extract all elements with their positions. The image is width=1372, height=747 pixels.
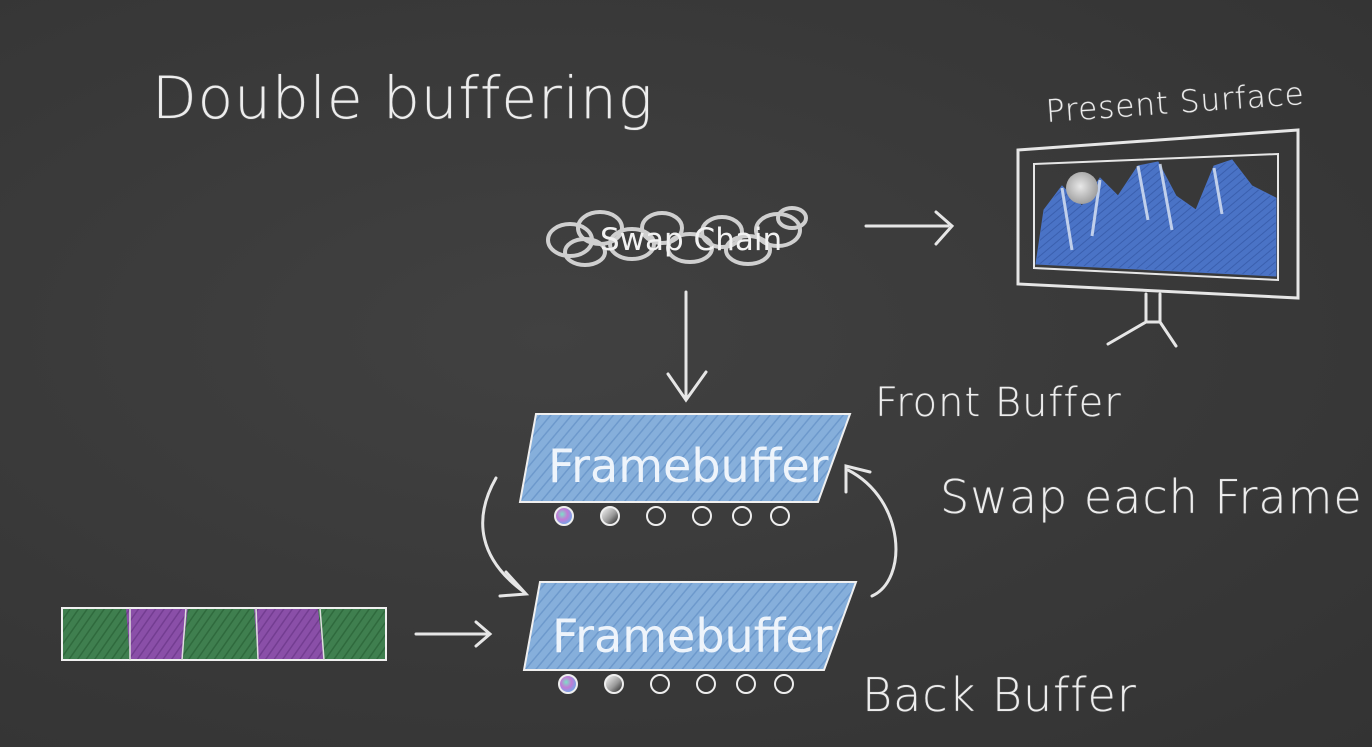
empty-attachment-icon — [736, 674, 756, 694]
empty-attachment-icon — [646, 506, 666, 526]
swap-chain-label: Swap Chain — [600, 222, 782, 258]
front-attachment-dots — [554, 506, 790, 526]
empty-attachment-icon — [770, 506, 790, 526]
sun-icon — [1066, 172, 1098, 204]
back-attachment-dots — [558, 674, 794, 694]
empty-attachment-icon — [650, 674, 670, 694]
present-surface-display — [1016, 128, 1300, 348]
monitor-stand — [1106, 292, 1178, 348]
back-framebuffer: Framebuffer — [522, 581, 858, 671]
swap-chain: Swap Chain — [546, 206, 808, 267]
arrow-to-front-buffer — [666, 290, 708, 403]
color-attachment-icon — [554, 506, 574, 526]
depth-attachment-icon — [604, 674, 624, 694]
back-framebuffer-label: Framebuffer — [552, 609, 833, 663]
depth-attachment-icon — [600, 506, 620, 526]
empty-attachment-icon — [732, 506, 752, 526]
front-framebuffer-label: Framebuffer — [548, 439, 829, 493]
arrow-to-back-buffer — [414, 620, 493, 648]
back-buffer-label: Back Buffer — [862, 668, 1137, 722]
color-attachment-icon — [558, 674, 578, 694]
arrow-to-present — [864, 210, 955, 246]
empty-attachment-icon — [696, 674, 716, 694]
slide-title: Double buffering — [152, 64, 654, 132]
empty-attachment-icon — [774, 674, 794, 694]
swap-arrow-left — [481, 476, 530, 598]
swap-note: Swap each Frame — [940, 470, 1363, 524]
command-buffer-strip — [61, 607, 387, 661]
empty-attachment-icon — [692, 506, 712, 526]
swap-arrow-right — [844, 464, 898, 598]
front-buffer-label: Front Buffer — [875, 380, 1122, 426]
front-framebuffer: Framebuffer — [518, 413, 852, 503]
